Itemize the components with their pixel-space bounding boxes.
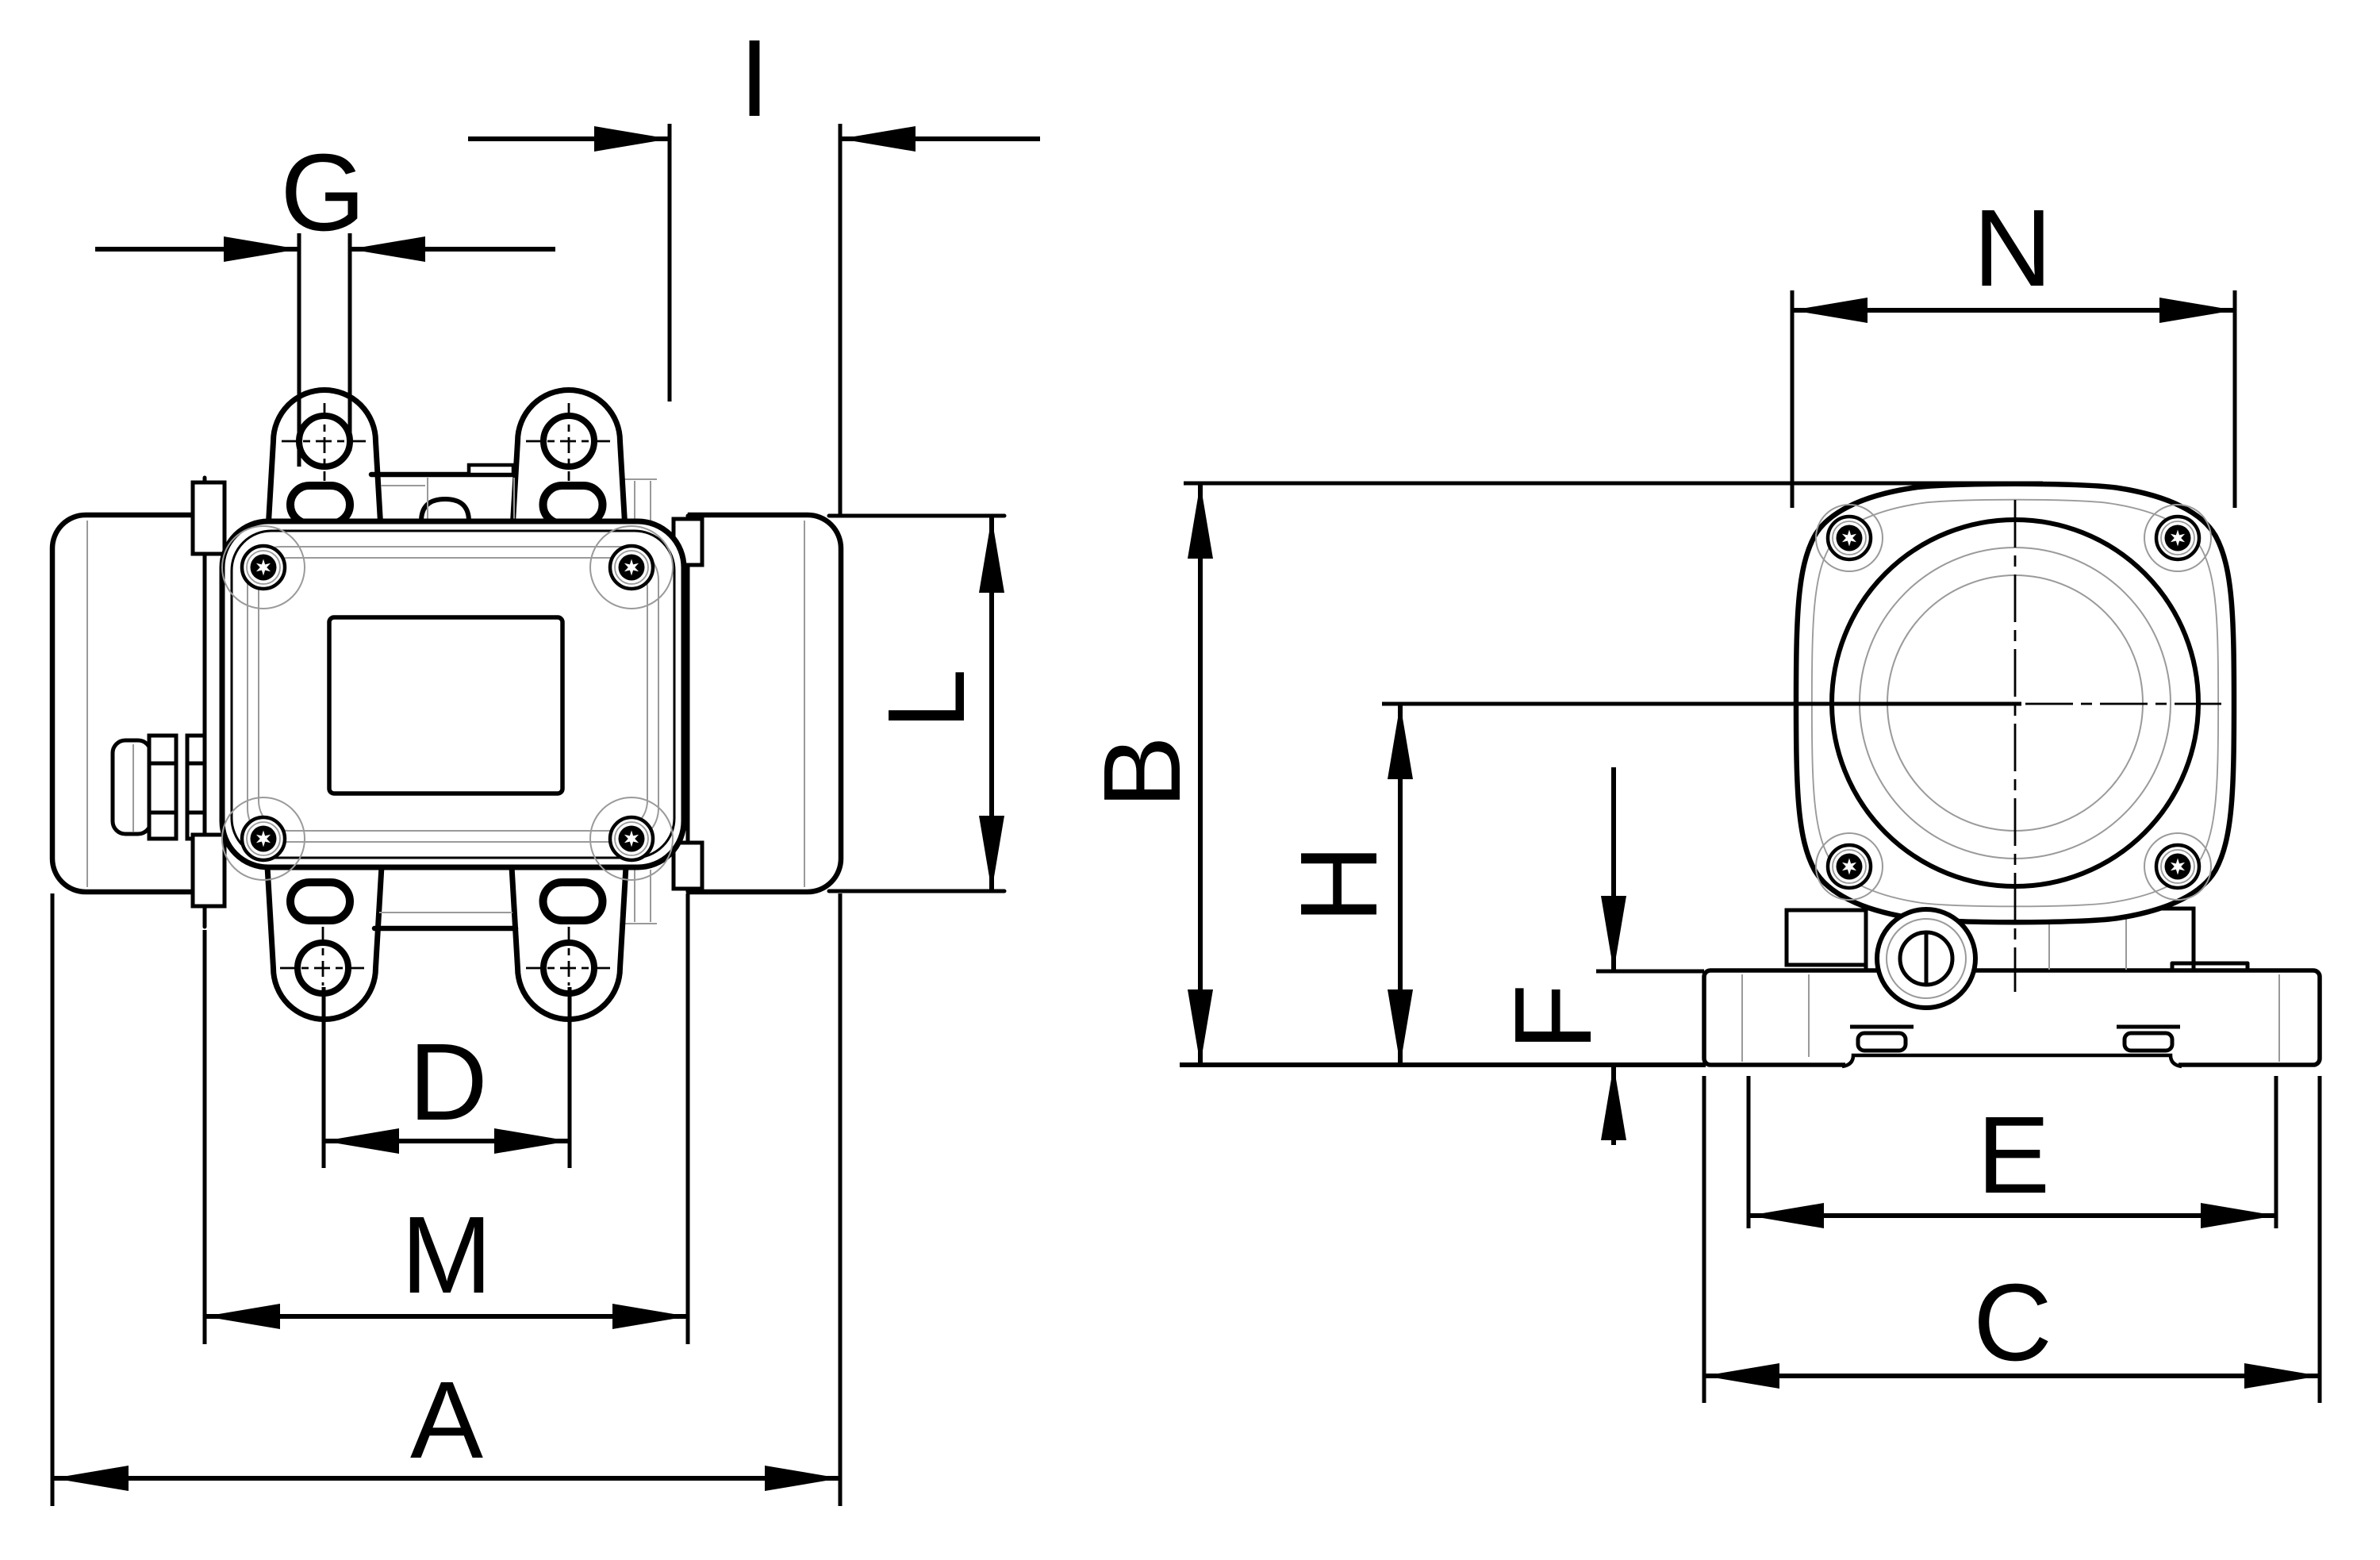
svg-text:A: A <box>410 1359 483 1481</box>
svg-text:D: D <box>409 1021 488 1143</box>
svg-text:B: B <box>1081 736 1203 809</box>
svg-text:N: N <box>1973 187 2052 309</box>
svg-text:G: G <box>280 132 365 254</box>
svg-text:F: F <box>1492 984 1614 1051</box>
svg-text:L: L <box>866 669 988 730</box>
svg-text:I: I <box>739 17 770 140</box>
svg-text:E: E <box>1977 1094 2050 1216</box>
svg-text:C: C <box>1973 1262 2052 1384</box>
svg-text:M: M <box>401 1194 493 1316</box>
svg-text:H: H <box>1278 844 1400 924</box>
